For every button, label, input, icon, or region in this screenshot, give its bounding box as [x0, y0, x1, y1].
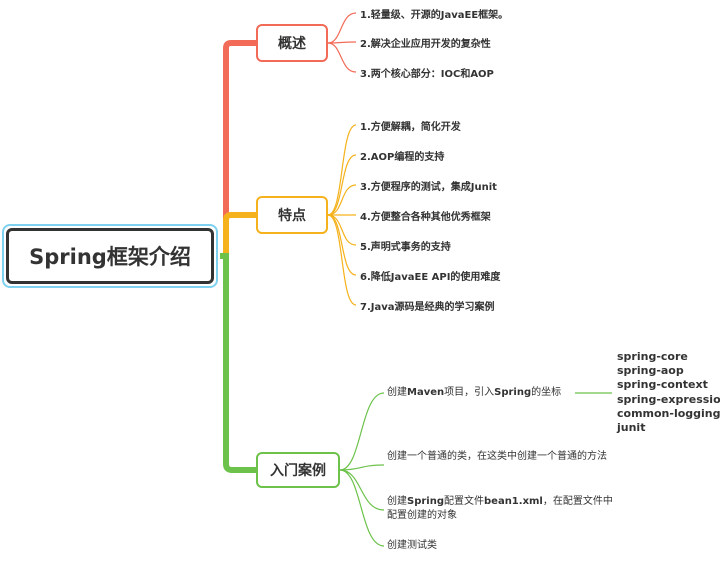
overview-item-2[interactable]: 2.解决企业应用开发的复杂性 [360, 39, 491, 50]
branch-cases[interactable]: 入门案例 [256, 452, 340, 488]
dependency-list[interactable]: spring-core spring-aop spring-context sp… [617, 350, 720, 435]
trunk-features [220, 212, 256, 259]
dependency-item: common-logging [617, 406, 720, 420]
feature-item-2[interactable]: 2.AOP编程的支持 [360, 152, 445, 163]
root-title: Spring框架介绍 [6, 228, 214, 284]
case-step-3-pre: 创建 [387, 496, 407, 507]
connector-case-2 [339, 464, 385, 471]
case-step-3-mid: 配置文件 [444, 496, 484, 507]
dependency-item: spring-core [617, 350, 688, 363]
connector-features-2 [327, 154, 357, 216]
branch-features[interactable]: 特点 [256, 196, 328, 234]
connector-features-1 [327, 124, 357, 216]
dependency-item: spring-aop [617, 364, 684, 378]
connector-case-1 [339, 392, 385, 471]
feature-item-4[interactable]: 4.方便整合各种其他优秀框架 [360, 212, 491, 223]
connector-features-7 [327, 214, 357, 306]
case-step-1-maven: Maven [407, 387, 445, 398]
case-step-3-post: ，在配置文件中配置创建的对象 [387, 496, 613, 521]
trunk-overview [220, 40, 256, 259]
case-step-2[interactable]: 创建一个普通的类，在这类中创建一个普通的方法 [387, 451, 607, 462]
feature-item-7[interactable]: 7.Java源码是经典的学习案例 [360, 302, 495, 313]
feature-item-3[interactable]: 3.方便程序的测试，集成Junit [360, 182, 497, 193]
dependency-item: spring-context [617, 378, 708, 392]
case-step-3-bean: bean1.xml [484, 496, 543, 507]
case-step-1-post: 的坐标 [531, 387, 562, 398]
trunk-cases [220, 253, 256, 473]
case-step-3[interactable]: 创建Spring配置文件bean1.xml，在配置文件中配置创建的对象 [387, 495, 619, 523]
case-step-1-pre: 创建 [387, 387, 407, 398]
root-node[interactable]: Spring框架介绍 [2, 224, 218, 288]
overview-item-3[interactable]: 3.两个核心部分：IOC和AOP [360, 69, 494, 80]
connector-overview-3 [327, 42, 357, 73]
case-step-4[interactable]: 创建测试类 [387, 540, 437, 551]
connector-overview-1 [327, 12, 357, 44]
feature-item-5[interactable]: 5.声明式事务的支持 [360, 242, 451, 253]
branch-overview[interactable]: 概述 [256, 24, 328, 62]
overview-item-1[interactable]: 1.轻量级、开源的JavaEE框架。 [360, 10, 509, 21]
connector-case-4 [339, 469, 385, 547]
dependency-item: junit [617, 421, 646, 435]
connector-features-6 [327, 214, 357, 276]
case-step-1-mid: 项目，引入 [444, 387, 495, 398]
feature-item-1[interactable]: 1.方便解耦，简化开发 [360, 122, 461, 133]
case-step-1[interactable]: 创建Maven项目，引入Spring的坐标 [387, 386, 561, 400]
dependency-item: spring-expression [617, 392, 720, 406]
feature-item-6[interactable]: 6.降低JavaEE API的使用难度 [360, 272, 501, 283]
connector-features-3 [327, 184, 357, 216]
connector-features-5 [327, 214, 357, 246]
case-step-1-spring: Spring [494, 387, 532, 398]
connector-case-3 [339, 469, 385, 511]
case-step-3-spring: Spring [407, 496, 444, 507]
